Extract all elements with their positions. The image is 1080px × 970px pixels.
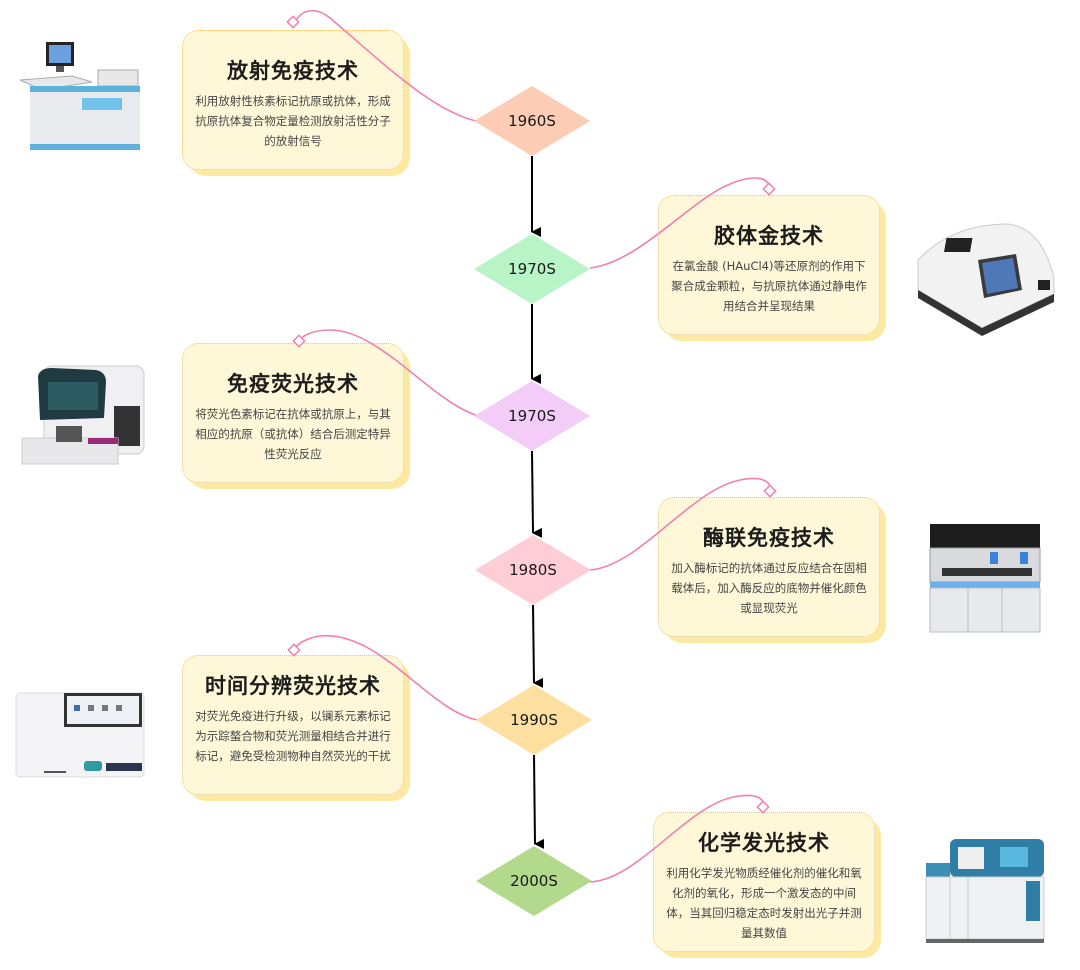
immunofluorescence-analyzer-icon <box>21 365 145 465</box>
timeline-arrow <box>533 754 545 849</box>
card-face: 时间分辨荧光技术 对荧光免疫进行升级，以镧系元素标记为示踪螯合物和荧光测量相结合… <box>182 655 404 795</box>
card-face: 酶联免疫技术 加入酶标记的抗体通过反应结合在固相载体后，加入酶反应的底物并催化颜… <box>658 497 880 637</box>
era-label: 1970S <box>508 407 556 425</box>
connector-anchor-icon <box>286 15 300 29</box>
era-node-1980s: 1980S <box>475 535 591 605</box>
card-title: 免疫荧光技术 <box>227 372 359 396</box>
era-node-1970s-gold: 1970S <box>474 234 590 304</box>
card-title: 胶体金技术 <box>714 224 824 248</box>
diamond-shape <box>476 685 592 755</box>
era-label: 1980S <box>509 561 557 579</box>
diamond-shape <box>476 846 592 916</box>
card-title: 化学发光技术 <box>698 831 830 855</box>
tech-card-immunofluorescence: 免疫荧光技术 将荧光色素标记在抗体或抗原上，与其相应的抗原（或抗体）结合后测定特… <box>182 343 410 489</box>
timeline-arrow <box>532 604 544 688</box>
diamond-shape <box>474 86 590 156</box>
tech-card-elisa: 酶联免疫技术 加入酶标记的抗体通过反应结合在固相载体后，加入酶反应的底物并催化颜… <box>658 497 886 643</box>
tech-card-chemiluminescence: 化学发光技术 利用化学发光物质经催化剂的催化和氧化剂的氧化，形成一个激发态的中间… <box>653 812 881 958</box>
era-label: 2000S <box>510 872 558 890</box>
card-title: 时间分辨荧光技术 <box>205 674 381 698</box>
diamond-shape <box>474 234 590 304</box>
era-label: 1990S <box>510 711 558 729</box>
card-description: 加入酶标记的抗体通过反应结合在固相载体后，加入酶反应的底物并催化颜色或显现荧光 <box>671 561 867 615</box>
connector-anchor-icon <box>762 182 776 196</box>
timeline-arrow <box>531 450 543 538</box>
connector-anchor-icon <box>756 800 770 814</box>
card-description: 将荧光色素标记在抗体或抗原上，与其相应的抗原（或抗体）结合后测定特异性荧光反应 <box>195 407 391 461</box>
diamond-shape <box>475 535 591 605</box>
card-title: 放射免疫技术 <box>227 59 359 83</box>
connector-anchor-icon <box>763 484 777 498</box>
card-face: 化学发光技术 利用化学发光物质经催化剂的催化和氧化剂的氧化，形成一个激发态的中间… <box>653 812 875 952</box>
card-description: 利用化学发光物质经催化剂的催化和氧化剂的氧化，形成一个激发态的中间体，当其回归稳… <box>666 866 862 940</box>
connector-anchor-icon <box>287 643 301 657</box>
era-node-1960s: 1960S <box>474 86 590 156</box>
era-label: 1960S <box>508 112 556 130</box>
colloidal-gold-reader-icon <box>917 223 1055 336</box>
era-label: 1970S <box>508 260 556 278</box>
card-title: 酶联免疫技术 <box>703 526 835 550</box>
chemiluminescence-analyzer-icon <box>925 839 1045 943</box>
era-node-1990s: 1990S <box>476 685 592 755</box>
card-face: 放射免疫技术 利用放射性核素标记抗原或抗体，形成抗原抗体复合物定量检测放射活性分… <box>182 30 404 170</box>
card-face: 胶体金技术 在氯金酸 (HAuCl4)等还原剂的作用下聚合成金颗粒，与抗原抗体通… <box>658 195 880 335</box>
card-face: 免疫荧光技术 将荧光色素标记在抗体或抗原上，与其相应的抗原（或抗体）结合后测定特… <box>182 343 404 483</box>
era-node-2000s: 2000S <box>476 846 592 916</box>
tech-card-time-resolved-fluorescence: 时间分辨荧光技术 对荧光免疫进行升级，以镧系元素标记为示踪螯合物和荧光测量相结合… <box>182 655 410 801</box>
tech-card-colloidal-gold: 胶体金技术 在氯金酸 (HAuCl4)等还原剂的作用下聚合成金颗粒，与抗原抗体通… <box>658 195 886 341</box>
era-node-1970s-fluorescence: 1970S <box>474 381 590 451</box>
card-description: 利用放射性核素标记抗原或抗体，形成抗原抗体复合物定量检测放射活性分子的放射信号 <box>195 94 391 148</box>
card-description: 对荧光免疫进行升级，以镧系元素标记为示踪螯合物和荧光测量相结合并进行标记，避免受… <box>195 709 391 763</box>
radioimmunoassay-analyzer-icon <box>19 42 140 150</box>
diamond-shape <box>474 381 590 451</box>
card-description: 在氯金酸 (HAuCl4)等还原剂的作用下聚合成金颗粒，与抗原抗体通过静电作用结… <box>671 259 867 313</box>
tech-card-radioimmunoassay: 放射免疫技术 利用放射性核素标记抗原或抗体，形成抗原抗体复合物定量检测放射活性分… <box>182 30 410 176</box>
elisa-workstation-icon <box>929 524 1041 633</box>
time-resolved-fluorescence-analyzer-icon <box>15 692 145 778</box>
